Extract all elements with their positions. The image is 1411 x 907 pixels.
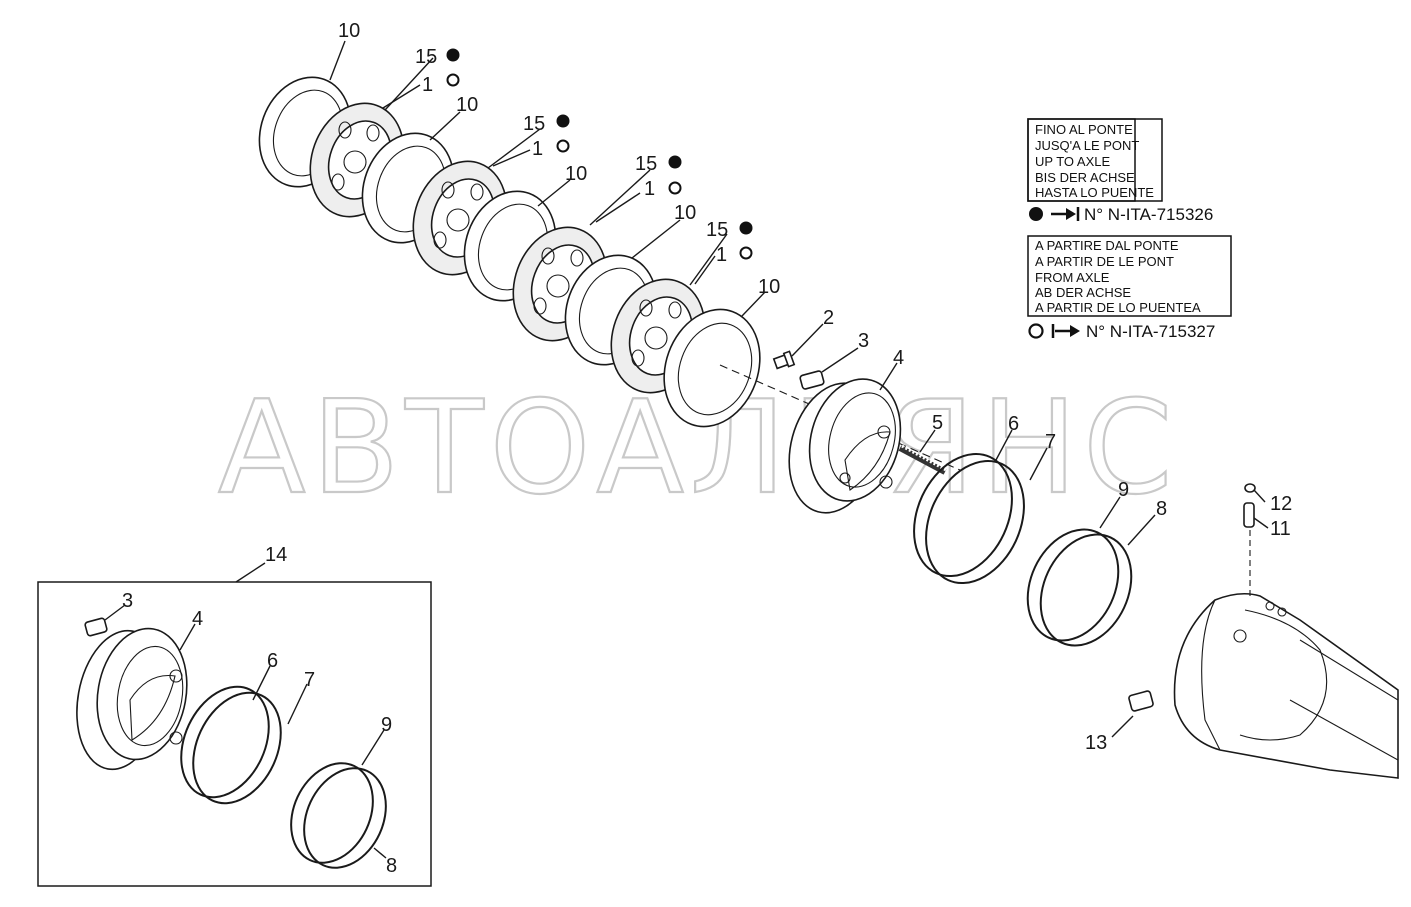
filled-circle-icon	[668, 155, 682, 169]
kit-callout-6: 6	[267, 650, 278, 672]
callout-15c: 15	[635, 153, 657, 175]
callout-4: 4	[893, 347, 904, 369]
axle-housing	[1173, 592, 1399, 779]
hollow-circle-icon	[556, 139, 570, 153]
callout-10b: 10	[456, 94, 478, 116]
filled-circle-icon	[739, 221, 753, 235]
callout-10e: 10	[758, 276, 780, 298]
kit-seal-ring-9-8	[290, 762, 387, 869]
svg-text:UP TO AXLE: UP TO AXLE	[1035, 154, 1110, 169]
svg-text:AB DER ACHSE: AB DER ACHSE	[1035, 285, 1131, 300]
kit-callout-7: 7	[304, 669, 315, 691]
callout-2: 2	[823, 307, 834, 329]
callout-1b: 1	[532, 138, 543, 160]
filled-circle-icon	[1029, 207, 1043, 221]
callout-11: 11	[1270, 518, 1291, 540]
kit-callout-4: 4	[192, 608, 203, 630]
hollow-circle-icon	[1028, 323, 1044, 339]
steel-plate-10e	[663, 308, 761, 428]
legend-until-code: N° N-ITA-715326	[1084, 205, 1213, 224]
svg-text:A PARTIRE DAL PONTE: A PARTIRE DAL PONTE	[1035, 238, 1179, 253]
legend-from-axle: A PARTIRE DAL PONTE A PARTIR DE LE PONT …	[1027, 235, 1232, 341]
callout-1c: 1	[644, 178, 655, 200]
bleed-nipple-11	[1243, 502, 1255, 528]
kit-pin-3	[84, 617, 108, 637]
callout-10d: 10	[674, 202, 696, 224]
spring-5	[898, 444, 947, 475]
callout-15d: 15	[706, 219, 728, 241]
callout-10a: 10	[338, 20, 360, 42]
callout-10c: 10	[565, 163, 587, 185]
filled-circle-icon	[556, 114, 570, 128]
legend-until-axle: FINO AL PONTE JUSQ'A LE PONT UP TO AXLE …	[1027, 118, 1213, 224]
pin-13	[1128, 690, 1154, 712]
callout-1d: 1	[716, 244, 727, 266]
seal-ring-6-7	[913, 452, 1025, 585]
callout-13: 13	[1085, 732, 1107, 754]
callout-7: 7	[1045, 431, 1056, 453]
kit-callout-9: 9	[381, 714, 392, 736]
seal-ring-9-8	[1026, 528, 1133, 647]
callout-6: 6	[1008, 413, 1019, 435]
svg-text:FROM AXLE: FROM AXLE	[1035, 270, 1110, 285]
callout-5: 5	[932, 412, 943, 434]
kit-seal-ring-6-7	[180, 685, 282, 805]
cap-12	[1244, 483, 1256, 493]
callout-15b: 15	[523, 113, 545, 135]
callout-15a: 15	[415, 46, 437, 68]
kit-callout-8: 8	[386, 855, 397, 877]
callout-14: 14	[265, 544, 287, 566]
callout-9: 9	[1118, 479, 1129, 501]
callout-1a: 1	[422, 74, 433, 96]
kit-inset-frame	[37, 581, 432, 887]
kit-callout-3: 3	[122, 590, 133, 612]
svg-text:FINO AL PONTE: FINO AL PONTE	[1035, 122, 1133, 137]
callout-8: 8	[1156, 498, 1167, 520]
svg-text:HASTA LO PUENTE: HASTA LO PUENTE	[1035, 185, 1154, 200]
hollow-circle-icon	[739, 246, 753, 260]
svg-text:A PARTIR DE LE PONT: A PARTIR DE LE PONT	[1035, 254, 1174, 269]
kit-piston-4	[76, 627, 188, 771]
pin-3	[799, 370, 825, 390]
callout-12: 12	[1270, 493, 1292, 515]
legend-from-code: N° N-ITA-715327	[1086, 322, 1215, 341]
piston-4	[788, 378, 902, 514]
callout-3: 3	[858, 330, 869, 352]
svg-text:BIS DER ACHSE: BIS DER ACHSE	[1035, 170, 1135, 185]
hollow-circle-icon	[446, 73, 460, 87]
svg-text:A PARTIR DE LO PUENTEA: A PARTIR DE LO PUENTEA	[1035, 300, 1201, 315]
bleed-screw-2	[772, 350, 796, 370]
hollow-circle-icon	[668, 181, 682, 195]
filled-circle-icon	[446, 48, 460, 62]
svg-text:JUSQ'A LE PONT: JUSQ'A LE PONT	[1035, 138, 1139, 153]
